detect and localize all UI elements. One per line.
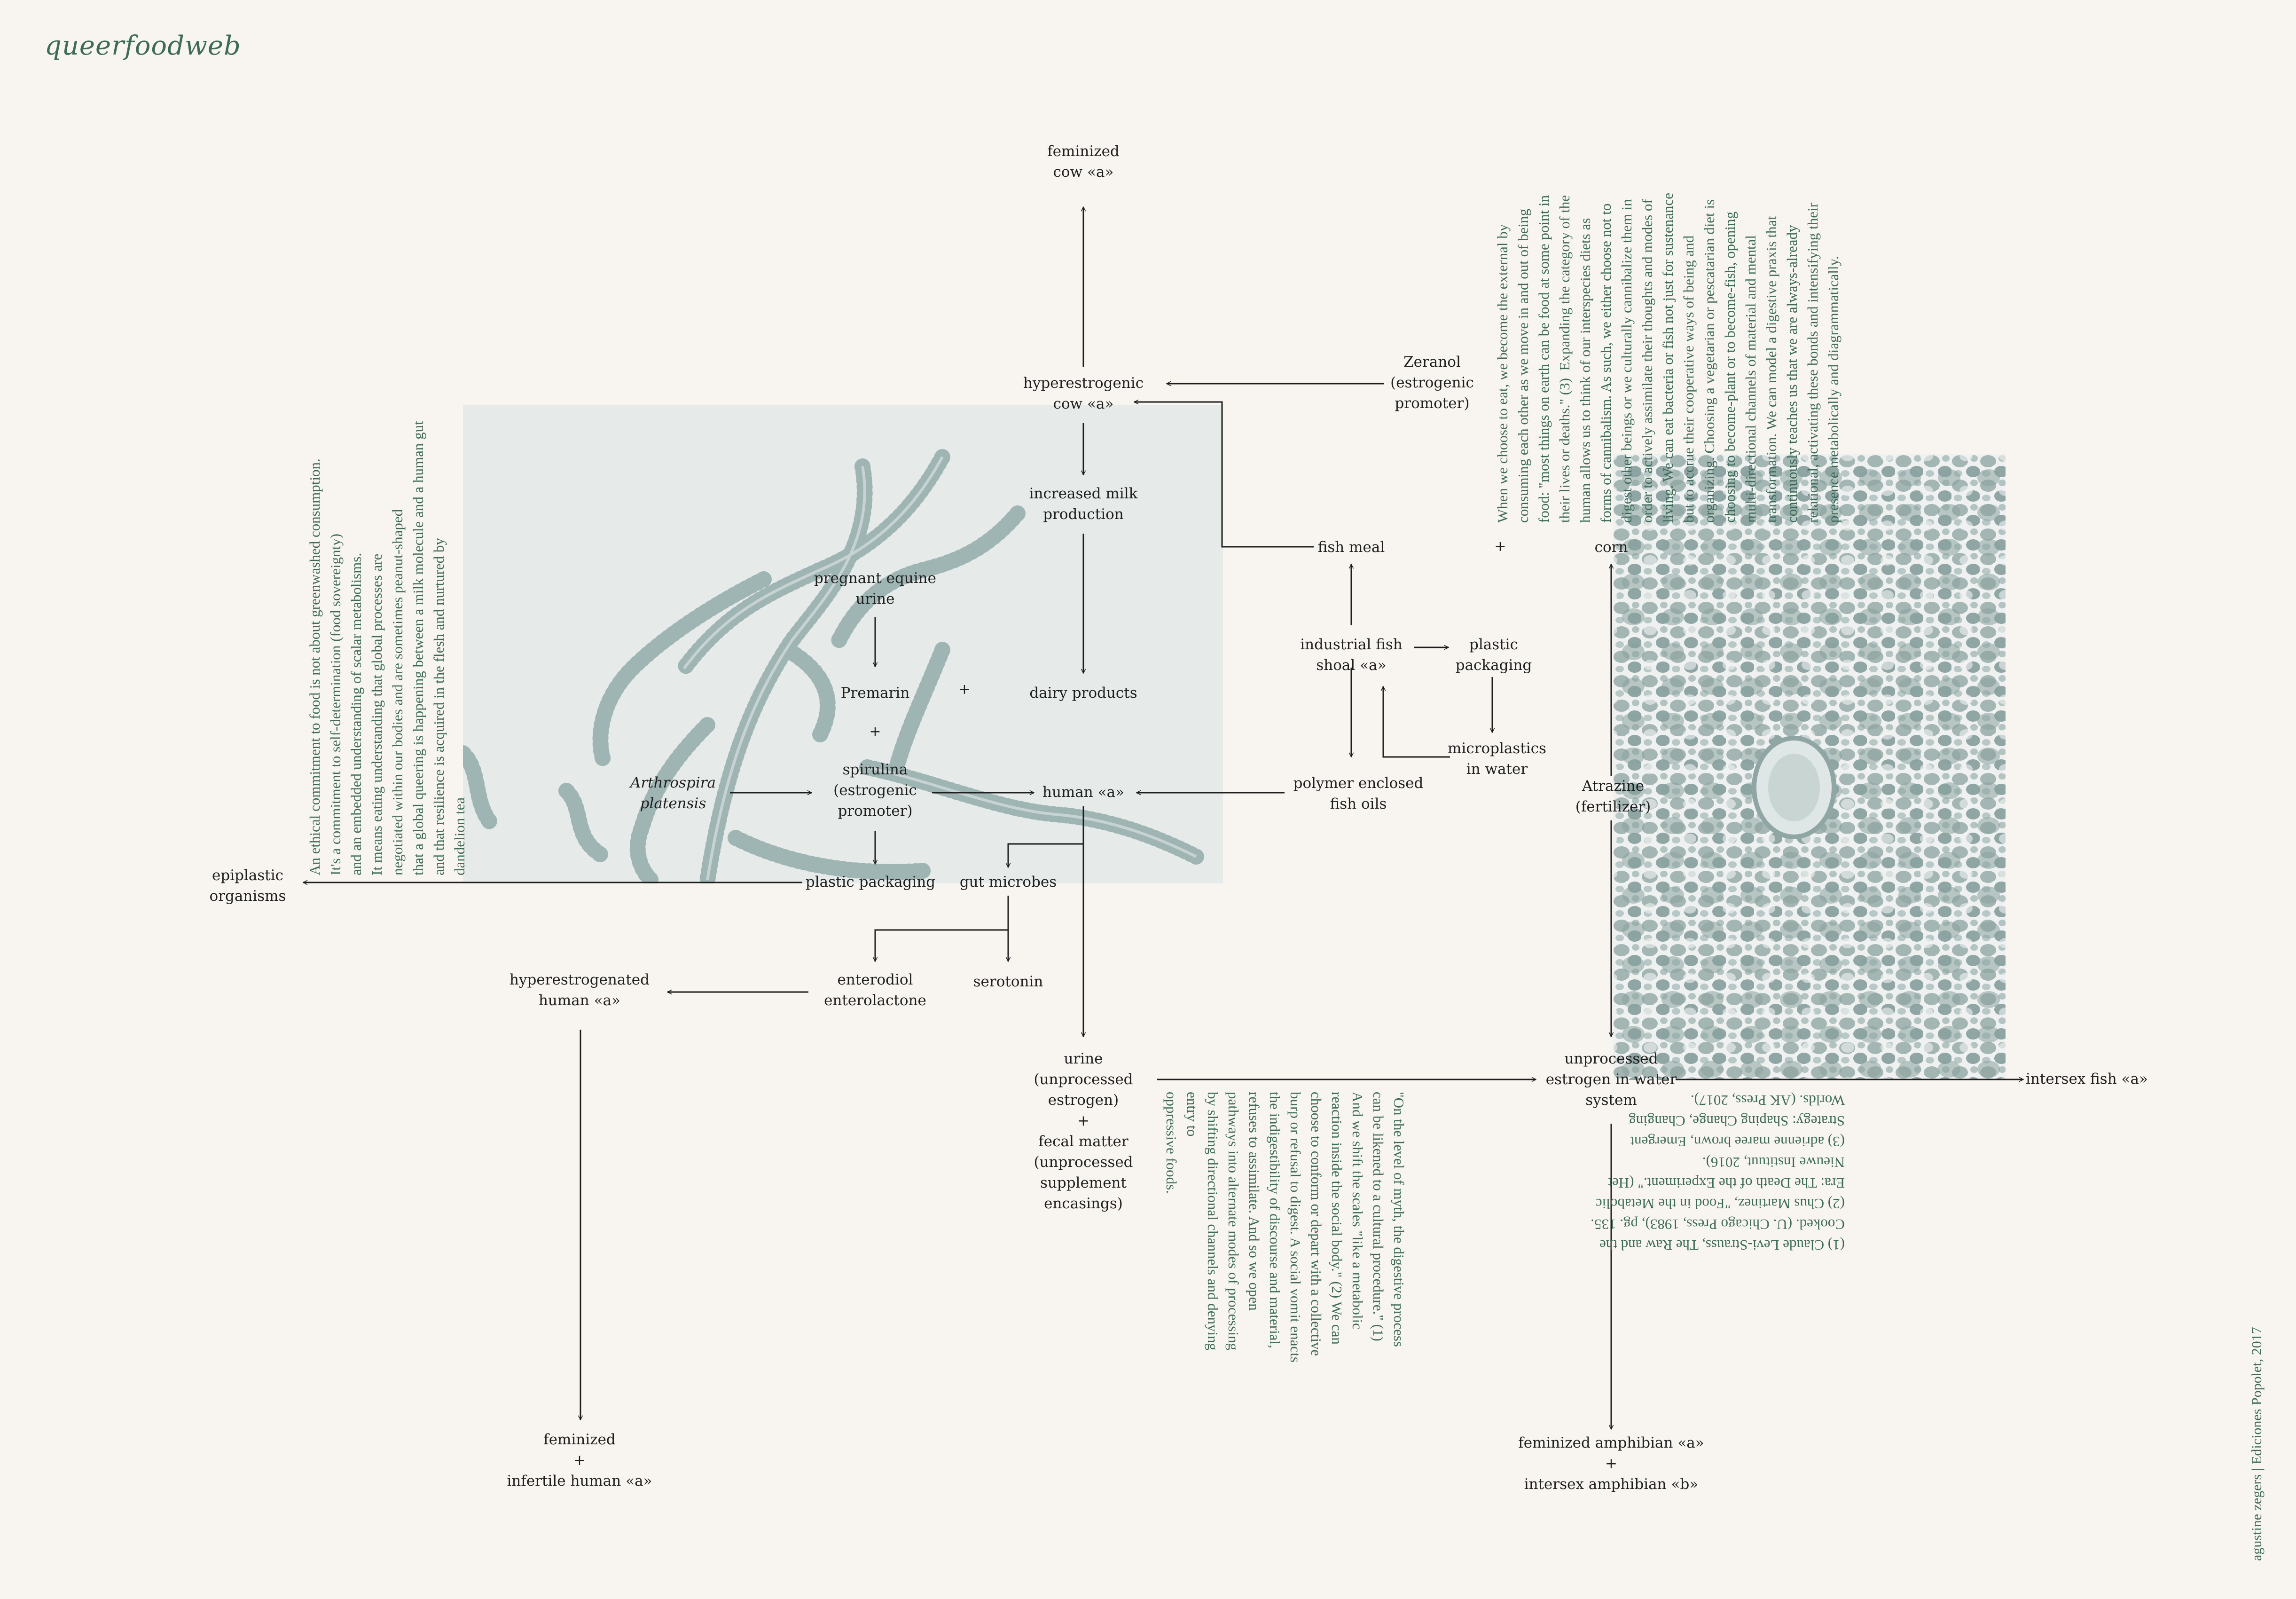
plus-sign: + — [958, 681, 971, 698]
node-atrazine: Atrazine(fertilizer) — [1575, 778, 1651, 815]
node-plastic-packaging: plastic packaging — [805, 874, 936, 890]
node-feminized-amphibian: feminized amphibian «a»+intersex amphibi… — [1518, 1434, 1704, 1493]
text-digestive-myth: "On the level of myth, the digestive pro… — [1163, 1092, 1407, 1363]
text-choose-to-eat: When we choose to eat, we become the ext… — [1494, 193, 1842, 523]
text-references: (1) Claude Levi-Strauss, The Raw and the… — [1591, 1092, 1845, 1253]
node-dairy-products: dairy products — [1029, 685, 1137, 701]
plus-sign: + — [1494, 538, 1506, 555]
arrow-gut-to-enterodiol — [875, 896, 1009, 961]
arrow-microplastics-to-fishshoal — [1383, 686, 1450, 758]
node-premarin: Premarin — [840, 685, 910, 701]
logo: queerfoodweb — [45, 31, 241, 61]
node-fish-meal: fish meal — [1317, 539, 1385, 556]
node-gut-microbes: gut microbes — [959, 874, 1057, 890]
credit-line: agustine zegers | Ediciones Popolet, 201… — [2249, 1327, 2265, 1561]
arrow-human-to-gutmicrobes — [1008, 843, 1083, 867]
tissue-micrograph — [1613, 454, 2006, 1080]
node-corn: corn — [1594, 539, 1628, 556]
node-intersex-fish: intersex fish «a» — [2026, 1071, 2148, 1087]
node-human: human «a» — [1042, 784, 1125, 801]
plus-sign: + — [869, 723, 881, 740]
node-serotonin: serotonin — [973, 973, 1043, 990]
node-feminized-infertile-human: feminized+infertile human «a» — [507, 1431, 652, 1489]
text-ethics-commitment: An ethical commitment to food is not abo… — [306, 421, 468, 875]
spirulina-micrograph — [463, 405, 1223, 883]
arrow-fishmeal-to-hypercow — [1134, 402, 1314, 548]
